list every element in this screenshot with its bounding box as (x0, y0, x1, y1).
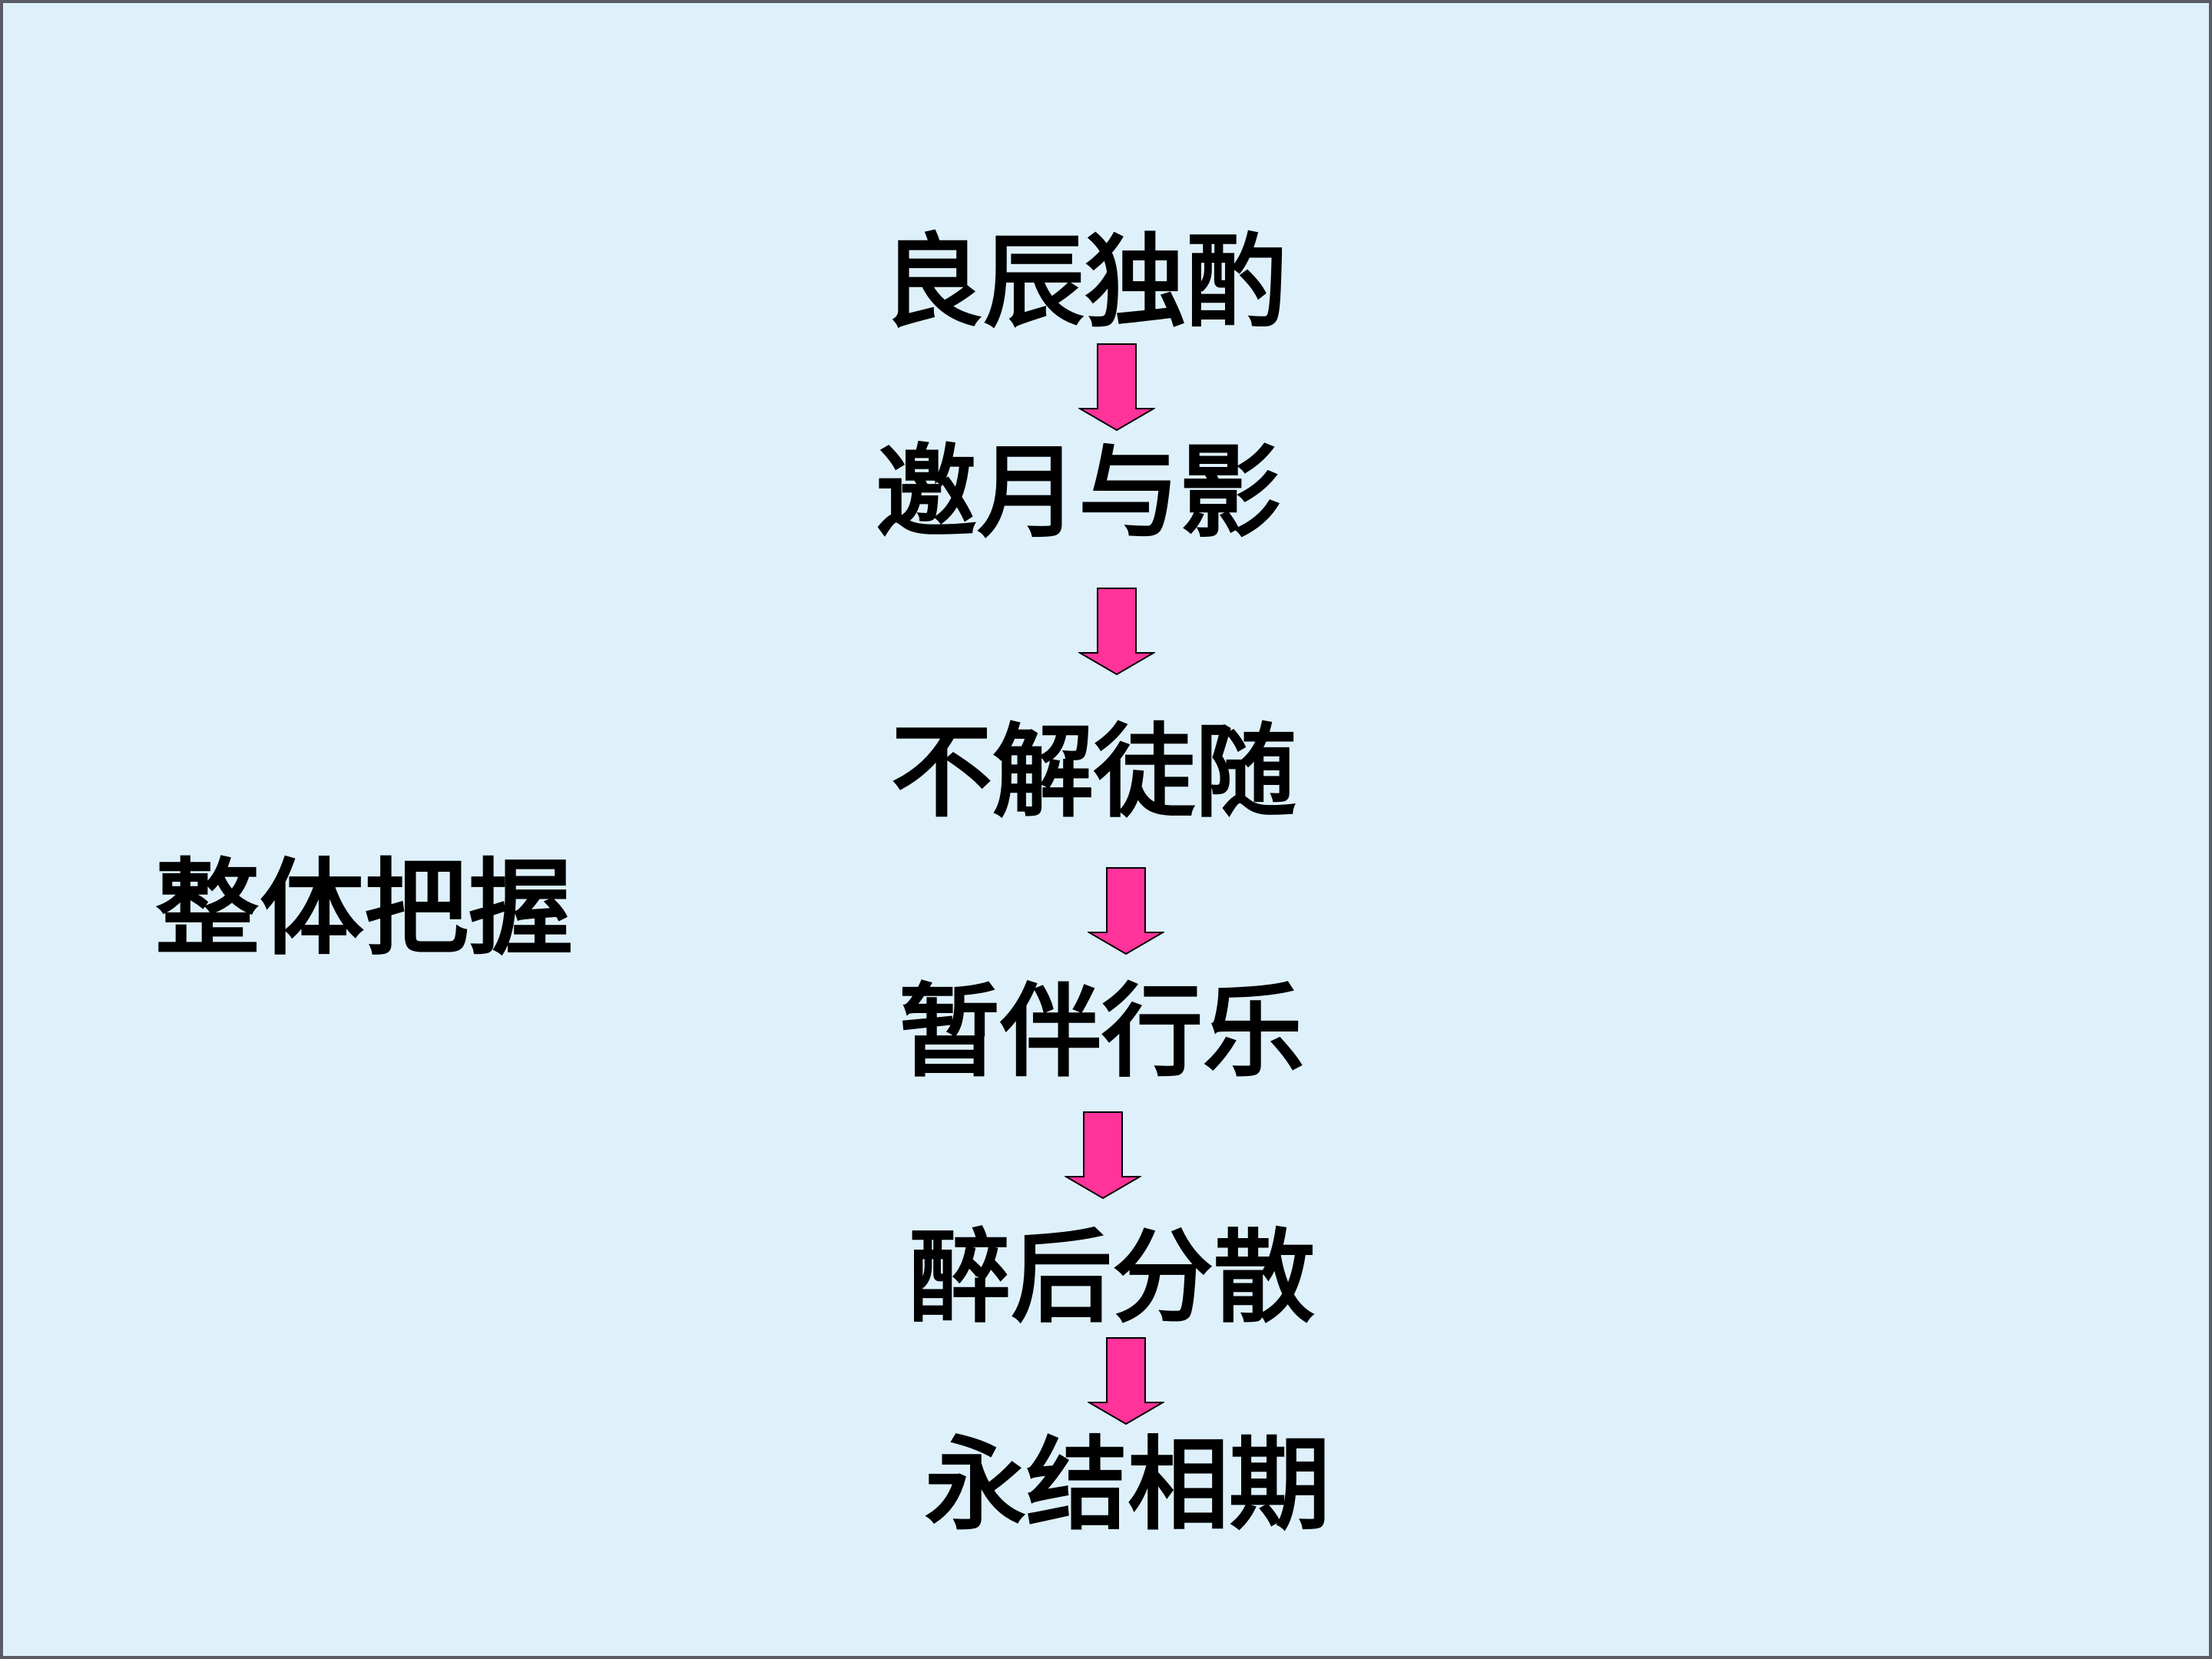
flow-step-5: 醉后分散 (909, 1219, 1315, 1337)
down-arrow-icon-5 (1088, 1337, 1164, 1426)
down-arrow-icon-4 (1065, 1111, 1141, 1200)
flow-step-3: 不解徒随 (891, 714, 1296, 832)
flow-step-1: 良辰独酌 (882, 224, 1287, 342)
overall-title: 整体把握 (155, 849, 573, 970)
flow-step-4: 暂伴行乐 (899, 973, 1304, 1091)
flow-step-6: 永结相期 (925, 1426, 1330, 1545)
down-arrow-icon-1 (1078, 343, 1155, 432)
down-arrow-icon-2 (1078, 588, 1155, 676)
down-arrow-icon-3 (1088, 867, 1164, 955)
flow-step-2: 邀月与影 (876, 434, 1281, 552)
